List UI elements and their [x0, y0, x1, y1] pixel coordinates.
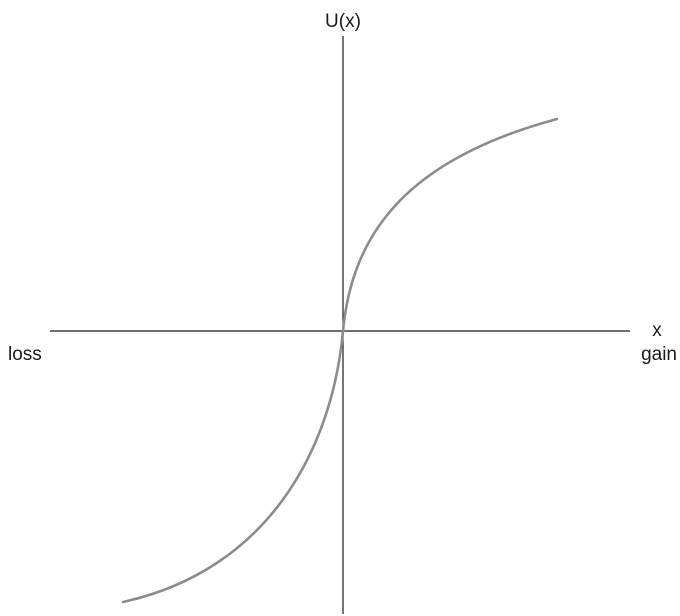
utility-curve-gain-branch — [341, 117, 559, 333]
y-axis-label: U(x) — [325, 11, 361, 32]
loss-label: loss — [8, 344, 42, 365]
utility-curve-loss-branch — [121, 329, 345, 604]
x-axis-label: x — [652, 320, 662, 341]
gain-label: gain — [641, 344, 677, 365]
